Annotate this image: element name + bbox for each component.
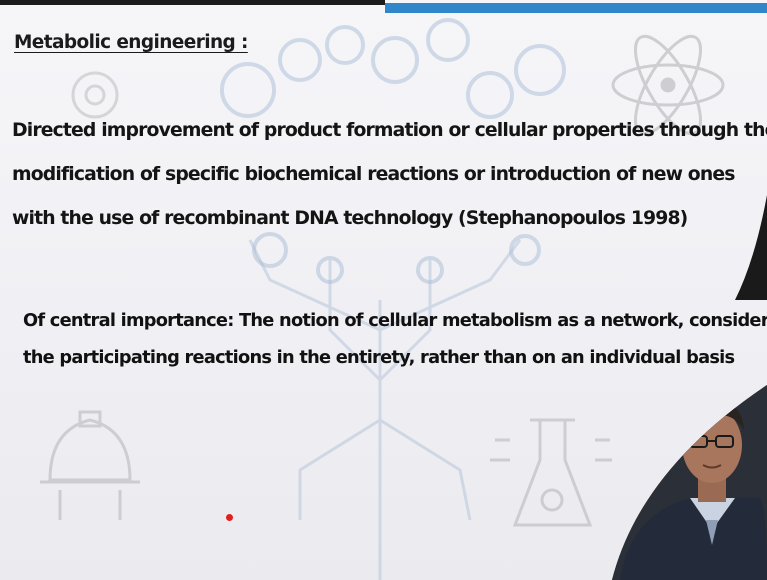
definition-line-1: Directed improvement of product formatio… xyxy=(12,120,767,141)
atom-icon xyxy=(611,34,725,136)
flask-icon xyxy=(490,418,612,527)
note-line-1: Of central importance: The notion of cel… xyxy=(23,310,767,331)
definition-line-2: modification of specific biochemical rea… xyxy=(12,164,735,185)
top-bar-blue xyxy=(385,3,767,13)
hard-hat-icon xyxy=(40,410,140,520)
tree-icon-bubble-1 xyxy=(220,62,276,118)
note-line-2: the participating reactions in the entir… xyxy=(23,347,735,368)
gear-icon xyxy=(71,71,119,119)
top-bar-dark xyxy=(0,0,385,5)
definition-line-3: with the use of recombinant DNA technolo… xyxy=(12,208,688,229)
gear-icon xyxy=(325,25,365,65)
laser-pointer-dot xyxy=(226,514,233,521)
slide-heading: Metabolic engineering : xyxy=(14,32,248,53)
